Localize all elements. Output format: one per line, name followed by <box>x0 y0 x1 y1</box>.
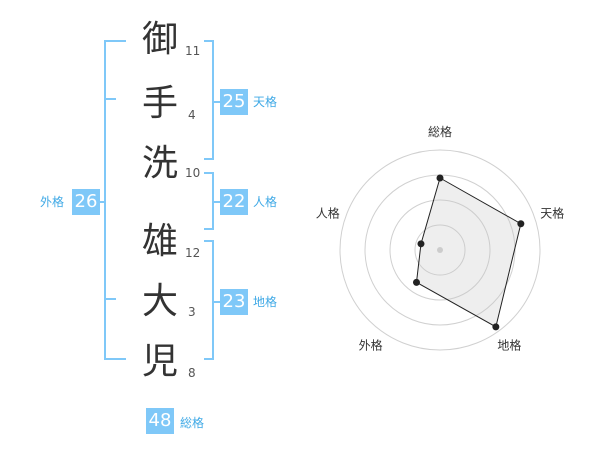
radar-axis-label-1: 総格 <box>428 124 452 139</box>
kanji-char-6: 児 <box>141 341 178 382</box>
radar-point-1 <box>436 174 444 182</box>
tenkaku-label: 天格 <box>253 95 278 109</box>
kanji-char-3: 洗 <box>141 143 178 184</box>
chikaku-label: 地格 <box>253 295 278 309</box>
tenkaku-value-badge: 25 <box>220 89 248 115</box>
chikaku-bracket-vertical <box>212 240 214 360</box>
chikaku-bracket-top <box>204 240 214 242</box>
jinkaku-bracket-top <box>204 172 214 174</box>
stroke-count-3: 10 <box>185 166 201 180</box>
jinkaku-label: 人格 <box>253 195 278 209</box>
radar-point-2 <box>517 220 525 228</box>
gaikaku-bracket-top <box>104 40 126 42</box>
stroke-count-1: 11 <box>185 44 201 58</box>
gaikaku-tick-1 <box>104 98 116 100</box>
gaikaku-tick-2 <box>104 298 116 300</box>
radar-axis-label-2: 天格 <box>540 206 564 221</box>
radar-ring-1 <box>414 224 466 276</box>
gaikaku-label: 外格 <box>40 195 65 209</box>
tenkaku-bracket-vertical <box>212 40 214 160</box>
gaikaku-value-badge: 26 <box>72 189 100 215</box>
radar-point-3 <box>492 323 500 331</box>
kanji-char-2: 手 <box>141 83 178 124</box>
tenkaku-connector <box>212 101 222 103</box>
radar-axis-label-5: 人格 <box>316 206 340 221</box>
gaikaku-bracket-bottom <box>104 358 126 360</box>
jinkaku-bracket-bottom <box>204 228 214 230</box>
radar-point-4 <box>412 278 420 286</box>
radar-axis-label-3: 地格 <box>497 337 521 352</box>
radar-center-dot <box>437 247 443 253</box>
kanji-char-4: 雄 <box>141 221 178 262</box>
chikaku-bracket-bottom <box>204 358 214 360</box>
jinkaku-connector <box>212 201 222 203</box>
stroke-count-4: 12 <box>185 246 201 260</box>
radar-ring-2 <box>389 199 491 301</box>
gaikaku-bracket-vertical <box>104 40 106 360</box>
soukaku-label: 総格 <box>180 416 205 430</box>
chikaku-value-badge: 23 <box>220 289 248 315</box>
tenkaku-bracket-top <box>204 40 214 42</box>
radar-area <box>415 177 522 328</box>
tenkaku-bracket-bottom <box>204 158 214 160</box>
radar-ring-4 <box>339 149 541 351</box>
stroke-count-2: 4 <box>188 108 196 122</box>
kanji-char-1: 御 <box>141 19 178 60</box>
jinkaku-value-badge: 22 <box>220 189 248 215</box>
soukaku-value-badge: 48 <box>146 408 174 434</box>
chikaku-connector <box>212 301 222 303</box>
gaikaku-connector <box>98 201 106 203</box>
stroke-count-5: 3 <box>188 305 196 319</box>
radar-point-5 <box>417 240 425 248</box>
stroke-count-6: 8 <box>188 366 196 380</box>
radar-axis-label-4: 外格 <box>359 337 383 352</box>
kanji-char-5: 大 <box>141 281 178 322</box>
